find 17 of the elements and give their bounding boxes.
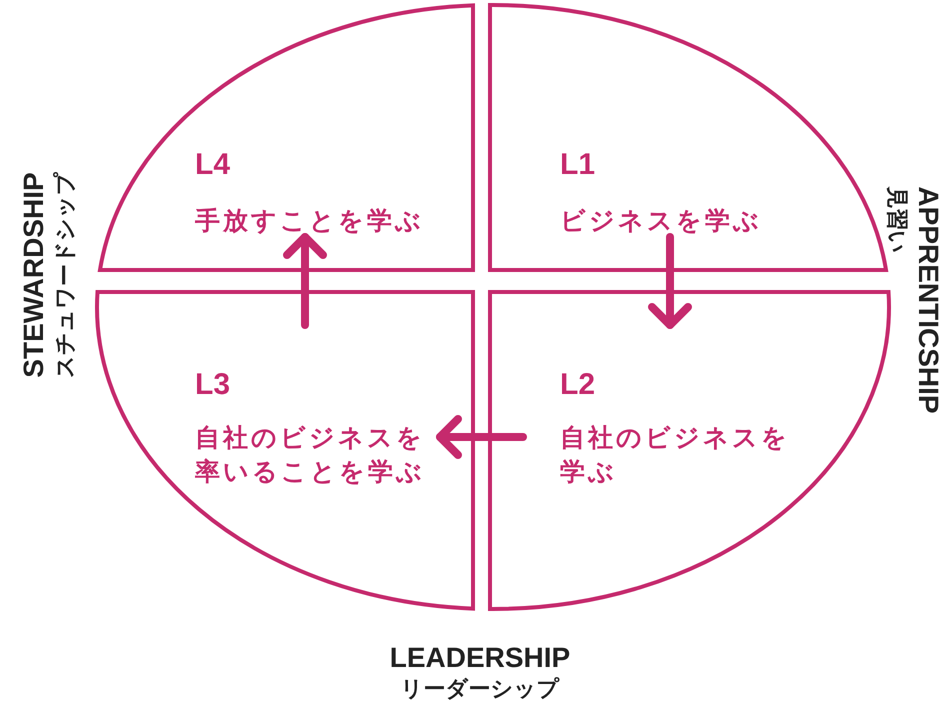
description-text: ビジネスを学ぶ [560, 206, 763, 237]
bottom-label: リーダーシップ [400, 674, 560, 702]
level-label: L2 [560, 368, 596, 402]
bottom-label: LEADERSHIP [390, 640, 570, 674]
description-text: 自社のビジネスを学ぶ [560, 423, 790, 488]
description-text: 自社のビジネスを率いることを学ぶ [195, 423, 425, 488]
level-label: L3 [195, 368, 230, 402]
side-label: APPRENTICSHIP [912, 186, 946, 414]
arrow [436, 415, 527, 459]
level-label: L4 [195, 148, 230, 182]
side-label: 見習い [884, 186, 912, 254]
level-label: L1 [560, 148, 596, 182]
side-label: スチュワードシップ [50, 172, 78, 378]
description-text: 手放すことを学ぶ [195, 206, 425, 237]
arrow [283, 233, 327, 329]
side-label: STEWARDSHIP [16, 172, 50, 378]
arrow [648, 233, 692, 329]
